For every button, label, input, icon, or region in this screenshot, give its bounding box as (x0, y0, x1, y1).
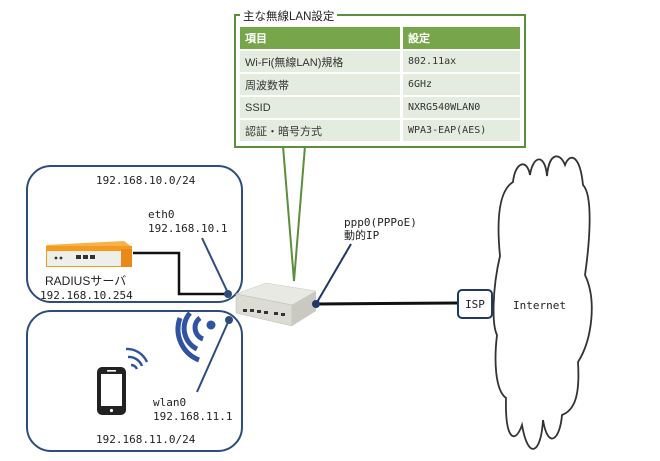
eth0-label: eth0 (148, 208, 175, 221)
callout-title: 主な無線LAN設定 (240, 8, 338, 24)
row-key: 認証・暗号方式 (240, 120, 400, 141)
wifi-broadcast-icon (175, 311, 216, 363)
row-key: 周波数帯 (240, 74, 400, 95)
radius-server-ip-label: 192.168.10.254 (40, 289, 133, 302)
ppp0-port-dot (312, 300, 320, 308)
smartphone-icon (97, 367, 126, 415)
wan-cable (315, 301, 458, 306)
internet-label: Internet (513, 299, 566, 312)
internet-cloud (492, 155, 593, 450)
eth0-port-dot (224, 290, 232, 298)
ppp0-pointer (315, 243, 352, 305)
radius-server-label: RADIUSサーバ (45, 274, 127, 288)
isp-node: ISP (457, 289, 493, 319)
wlan0-ip-label: 192.168.11.1 (153, 410, 233, 423)
row-value: WPA3-EAP(AES) (400, 120, 520, 141)
row-value: 6GHz (400, 74, 520, 95)
ppp0-label: ppp0(PPPoE) (344, 216, 417, 229)
table-header-row: 項目 設定 (240, 27, 520, 49)
header-item: 項目 (240, 27, 400, 49)
row-value: NXRG540WLAN0 (400, 97, 520, 118)
row-key: SSID (240, 97, 400, 118)
isp-label: ISP (465, 297, 485, 311)
eth0-ip-label: 192.168.10.1 (148, 222, 228, 235)
table-row: 認証・暗号方式 WPA3-EAP(AES) (240, 120, 520, 141)
row-value: 802.11ax (400, 51, 520, 72)
wlan-settings-table: 項目 設定 Wi-Fi(無線LAN)規格 802.11ax 周波数帯 6GHz … (240, 25, 520, 143)
wlan0-pointer (196, 319, 230, 393)
wlan0-label: wlan0 (153, 396, 187, 409)
phone-wifi-waves-icon (125, 347, 149, 370)
row-key: Wi-Fi(無線LAN)規格 (240, 51, 400, 72)
wlan0-port-dot (225, 316, 233, 324)
wan-address-label: 動的IP (344, 229, 380, 242)
table-row: SSID NXRG540WLAN0 (240, 97, 520, 118)
header-setting: 設定 (400, 27, 520, 49)
eth0-cable (133, 251, 228, 296)
wlan-subnet-label: 192.168.11.0/24 (96, 433, 196, 446)
lan-network-zone (26, 165, 243, 303)
table-row: 周波数帯 6GHz (240, 74, 520, 95)
eth0-pointer (201, 237, 229, 294)
radius-server-icon (46, 241, 132, 267)
wlan-network-zone (26, 310, 243, 452)
lan-subnet-label: 192.168.10.0/24 (96, 174, 196, 187)
router-icon (235, 282, 317, 327)
callout-pointer (281, 145, 307, 282)
table-row: Wi-Fi(無線LAN)規格 802.11ax (240, 51, 520, 72)
